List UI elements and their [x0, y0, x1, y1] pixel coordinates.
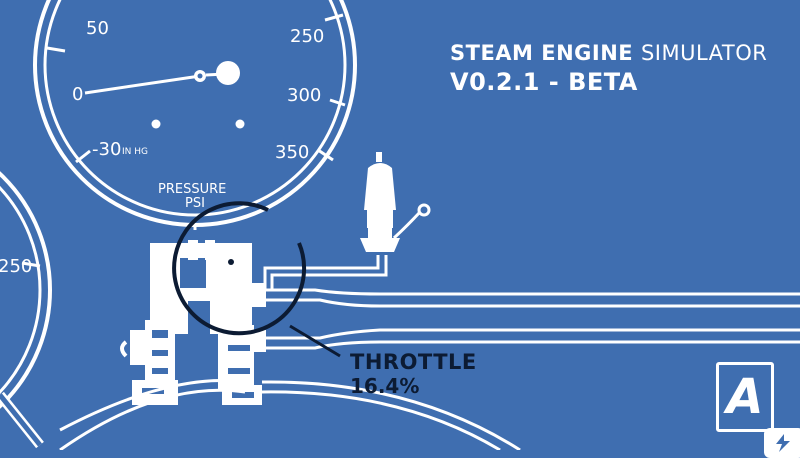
gauge-label-300: 300 [287, 85, 321, 106]
throttle-readout: THROTTLE 16.4% [350, 350, 477, 398]
title-bold: STEAM ENGINE [450, 41, 634, 65]
gauge-label-350: 350 [275, 142, 309, 163]
gauge-label-50: 50 [86, 18, 109, 39]
gauge-name-line2: PSI [185, 196, 205, 211]
throttle-label: THROTTLE [350, 350, 477, 374]
gauge-label-unit: IN HG [122, 147, 148, 157]
title-light: SIMULATOR [640, 41, 768, 65]
throttle-value: 16.4% [350, 374, 420, 398]
secondary-gauge-label-250: 250 [0, 256, 32, 277]
throttle-leader [289, 324, 341, 358]
gauge-needle [84, 61, 240, 95]
gauge-tick-labels: 50 0 -30 IN HG 250 300 350 PRESSURE PSI [72, 18, 324, 211]
app-logo-icon[interactable]: A [716, 362, 774, 432]
version-label: V0.2.1 - BETA [450, 68, 638, 96]
secondary-gauge: 250 [0, 171, 52, 449]
control-ring-icon[interactable] [172, 201, 307, 336]
pressure-gauge: 50 0 -30 IN HG 250 300 350 PRESSURE PSI [33, 0, 357, 230]
app-title: STEAM ENGINE SIMULATOR [450, 40, 767, 66]
title-block: STEAM ENGINE SIMULATOR V0.2.1 - BETA [450, 40, 767, 96]
gauge-screw-right [235, 119, 245, 129]
steam-pipes [59, 255, 800, 450]
gauge-label-neg30: -30 [92, 139, 121, 160]
throttle-stem [214, 252, 248, 330]
gauge-name-line1: PRESSURE [158, 182, 226, 197]
logo-letter: A [726, 369, 764, 425]
gauge-screw-left [151, 119, 161, 129]
gauge-label-0: 0 [72, 84, 83, 105]
valve-assembly [120, 240, 266, 405]
steam-whistle-icon [360, 152, 431, 252]
gauge-ticks [46, 13, 346, 164]
lightning-badge-icon[interactable] [764, 428, 800, 458]
gauge-label-250: 250 [290, 26, 324, 47]
